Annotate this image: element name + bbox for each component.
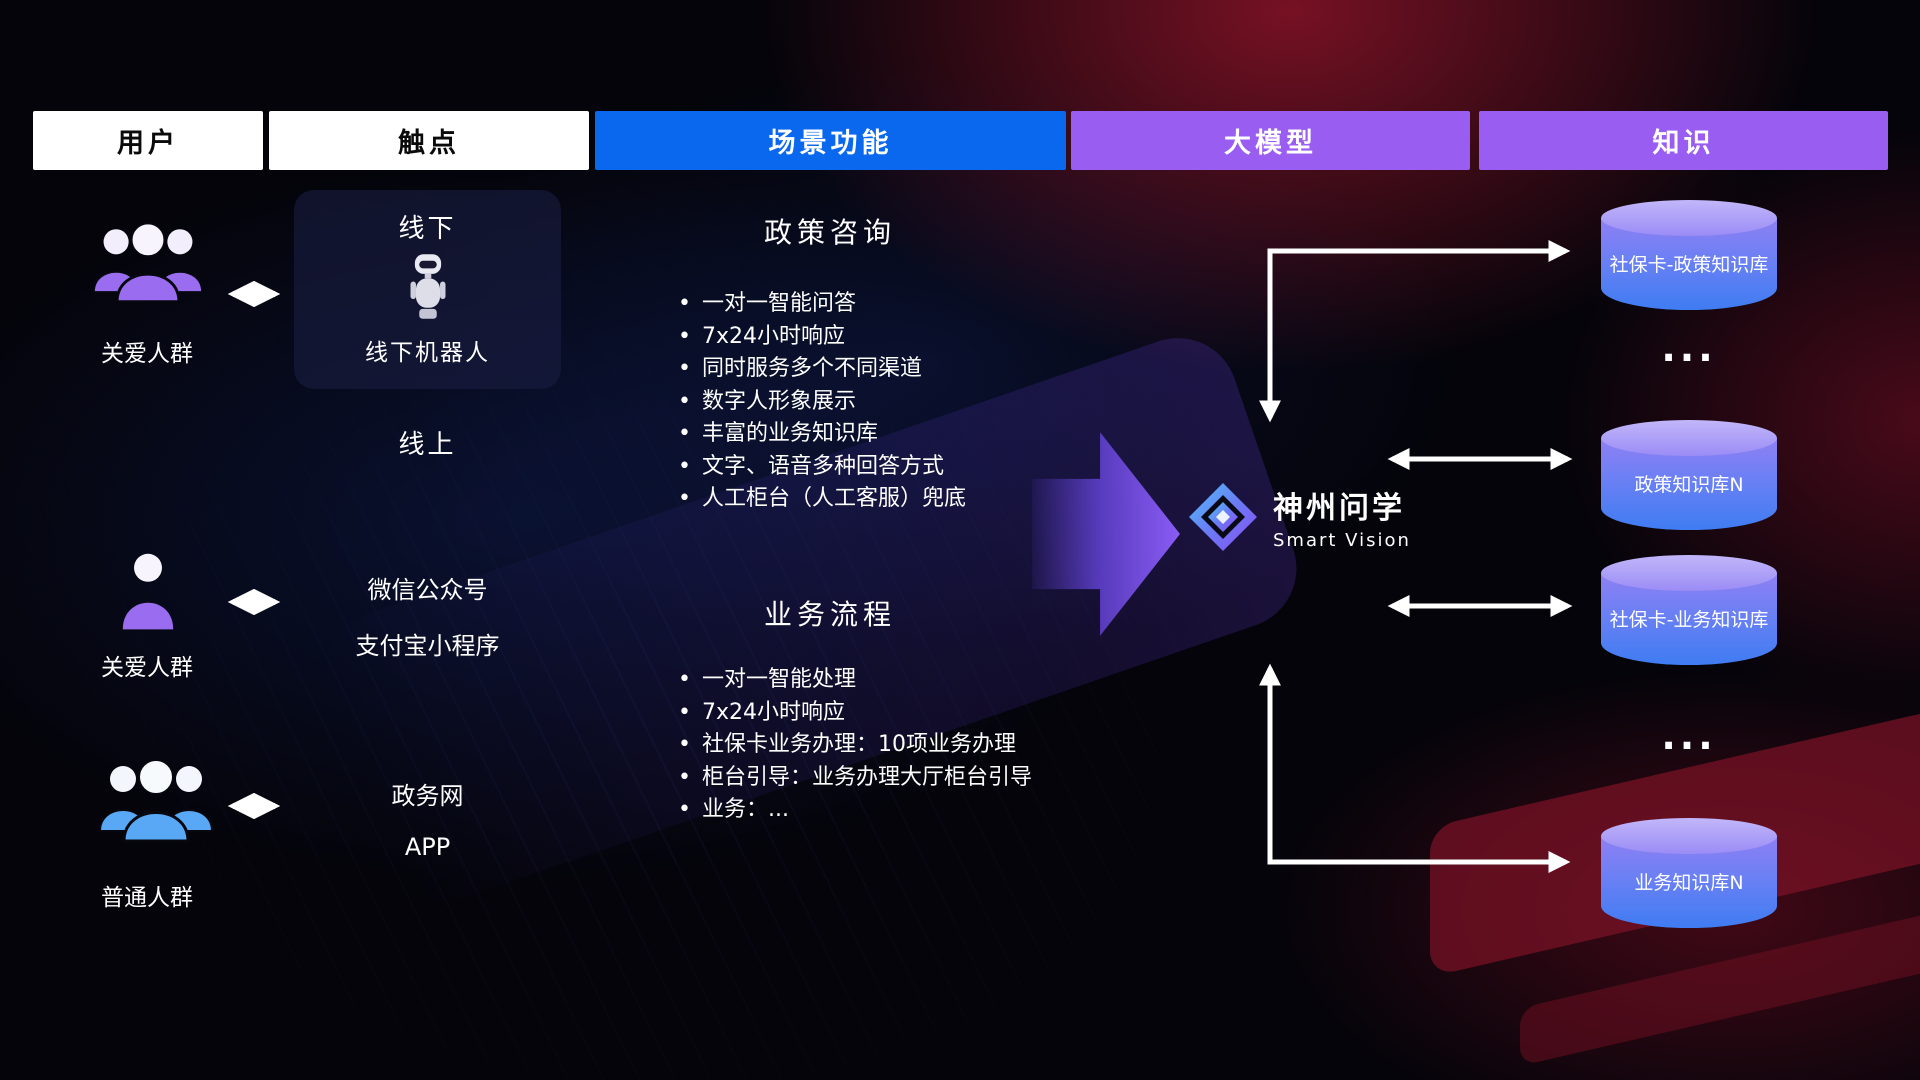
list-item: 同时服务多个不同渠道 [676,353,966,386]
touchpoint-alipay: 支付宝小程序 [355,632,500,660]
cylinder-top [1601,818,1777,854]
list-item: 7x24小时响应 [676,321,966,354]
ellipsis: ... [1661,714,1717,758]
list-item: 7x24小时响应 [676,697,1032,730]
header-knowledge: 知识 [1479,111,1888,170]
database-cylinder: 业务知识库N [1601,818,1777,928]
user-group-label: 关爱人群 [101,341,193,367]
list-item: 社保卡业务办理：10项业务办理 [676,729,1032,762]
database-cylinder: 社保卡-业务知识库 [1601,555,1777,665]
person-icon [120,548,176,642]
cylinder-top [1601,420,1777,456]
scenario-business-title: 业务流程 [763,598,896,631]
database-label: 社保卡-业务知识库 [1609,609,1769,632]
cylinder-top [1601,200,1777,236]
robot-icon [406,252,450,326]
model-subtitle: Smart Vision [1273,530,1411,551]
scenario-policy-title: 政策咨询 [763,216,896,249]
online-title: 线上 [398,430,457,460]
header-model: 大模型 [1071,111,1470,170]
database-label: 政策知识库N [1634,474,1744,497]
model-logo: 神州问学 Smart Vision [1186,480,1411,554]
offline-robot-label: 线下机器人 [365,340,490,366]
list-item: 一对一智能问答 [676,288,966,321]
people-group-icon [90,210,206,322]
model-name: 神州问学 [1273,491,1405,526]
list-item: 业务：... [676,794,1032,827]
database-cylinder: 社保卡-政策知识库 [1601,200,1777,310]
list-item: 数字人形象展示 [676,386,966,419]
user-ordinary-label: 普通人群 [101,885,193,911]
header-scenario: 场景功能 [595,111,1066,170]
header-touchpoint: 触点 [269,111,589,170]
list-item: 人工柜台（人工客服）兜底 [676,483,966,516]
touchpoint-gov: 政务网 [391,782,464,810]
touchpoint-app: APP [404,833,451,861]
list-item: 丰富的业务知识库 [676,418,966,451]
list-item: 柜台引导：业务办理大厅柜台引导 [676,762,1032,795]
people-group-blue-icon [96,746,216,862]
scenario-policy-list: 一对一智能问答 7x24小时响应 同时服务多个不同渠道 数字人形象展示 丰富的业… [676,288,966,516]
database-label: 业务知识库N [1634,872,1744,895]
header-users: 用户 [33,111,263,170]
list-item: 一对一智能处理 [676,664,1032,697]
offline-title: 线下 [398,214,457,244]
ellipsis: ... [1661,326,1717,370]
touchpoint-wechat: 微信公众号 [367,576,488,604]
list-item: 文字、语音多种回答方式 [676,451,966,484]
database-cylinder: 政策知识库N [1601,420,1777,530]
offline-touchpoint-card: 线下 线下机器人 [294,190,561,389]
scenario-business-list: 一对一智能处理 7x24小时响应 社保卡业务办理：10项业务办理 柜台引导：业务… [676,664,1032,827]
database-label: 社保卡-政策知识库 [1609,254,1769,277]
diamond-logo-icon [1189,483,1257,551]
cylinder-top [1601,555,1777,591]
model-logo-text: 神州问学 Smart Vision [1273,483,1411,551]
user-single-label: 关爱人群 [101,655,193,681]
